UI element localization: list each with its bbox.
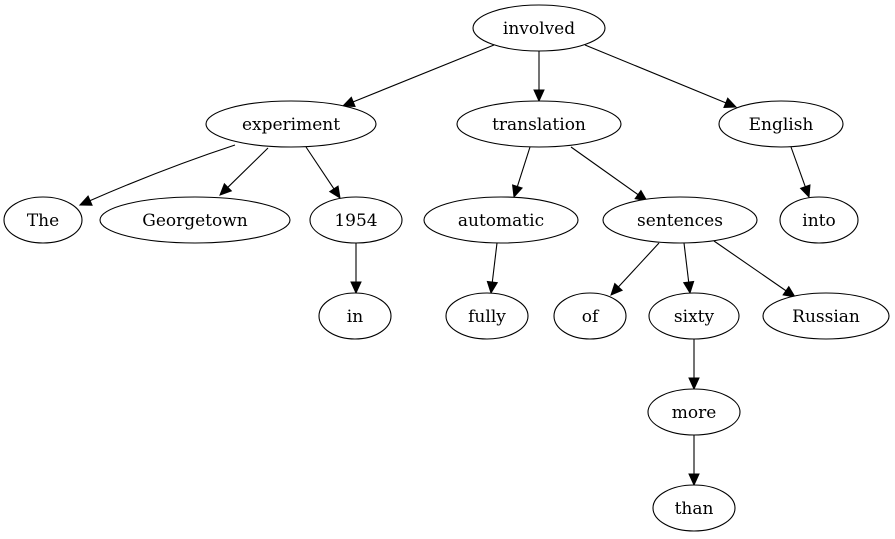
edge-sentences-to-sixty xyxy=(682,242,695,295)
edge-arrowhead xyxy=(512,184,524,199)
node-georgetown: Georgetown xyxy=(99,196,291,244)
edge-arrowhead xyxy=(341,96,356,108)
edge-arrowhead xyxy=(78,195,93,206)
edge-line xyxy=(227,147,269,188)
node-ellipse xyxy=(647,388,741,436)
node-label: of xyxy=(582,307,600,327)
edge-sixty-to-more xyxy=(688,339,700,391)
node-experiment: experiment xyxy=(205,100,377,148)
edge-arrowhead xyxy=(688,377,700,391)
edge-English-to-into xyxy=(790,146,811,199)
edge-arrowhead xyxy=(219,182,233,196)
node-label: sixty xyxy=(674,307,715,327)
node-label: translation xyxy=(492,115,586,135)
node-ellipse xyxy=(205,100,377,148)
edge-arrowhead xyxy=(782,285,796,298)
edge-line xyxy=(713,240,787,292)
edge-line xyxy=(683,242,690,283)
edge-line xyxy=(352,44,495,103)
node-ellipse xyxy=(445,292,529,340)
node-label: Georgetown xyxy=(142,211,248,231)
node-fully: fully xyxy=(445,292,529,340)
edge-1954-to-in xyxy=(350,243,362,295)
node-ellipse xyxy=(423,196,579,244)
node-ellipse xyxy=(309,196,403,244)
node-ellipse xyxy=(318,292,392,340)
edge-involved-to-translation xyxy=(533,51,545,103)
node-label: sentences xyxy=(637,211,723,231)
edge-line xyxy=(89,144,236,202)
node-label: fully xyxy=(468,307,506,327)
edge-arrowhead xyxy=(682,280,695,295)
node-ellipse xyxy=(472,4,606,52)
node-russian: Russian xyxy=(762,292,890,340)
edge-arrowhead xyxy=(533,89,545,103)
node-the: The xyxy=(3,196,83,244)
node-of: of xyxy=(553,292,627,340)
node-label: experiment xyxy=(242,115,340,135)
node-ellipse xyxy=(3,196,83,244)
edge-line xyxy=(570,146,639,196)
node-involved: involved xyxy=(472,4,606,52)
edge-line xyxy=(618,242,660,288)
edge-experiment-to-The xyxy=(78,144,236,206)
node-ellipse xyxy=(456,100,622,148)
node-into: into xyxy=(779,196,859,244)
edge-translation-to-automatic xyxy=(512,146,531,199)
node-ellipse xyxy=(648,292,740,340)
node-ellipse xyxy=(602,196,758,244)
node-more: more xyxy=(647,388,741,436)
node-in: in xyxy=(318,292,392,340)
edge-line xyxy=(790,146,806,187)
node-label: in xyxy=(347,307,363,327)
edge-involved-to-English xyxy=(584,44,738,108)
node-label: English xyxy=(749,115,814,135)
edge-experiment-to-Georgetown xyxy=(219,147,269,196)
node-than: than xyxy=(652,484,736,532)
edge-arrowhead xyxy=(350,281,362,295)
node-sentences: sentences xyxy=(602,196,758,244)
edge-arrowhead xyxy=(723,97,738,108)
node-label: into xyxy=(802,211,835,231)
node-ellipse xyxy=(652,484,736,532)
edge-line xyxy=(584,44,727,104)
node-label: more xyxy=(672,403,717,423)
edge-arrowhead xyxy=(486,280,499,295)
node-sixty: sixty xyxy=(648,292,740,340)
node-ellipse xyxy=(779,196,859,244)
edge-arrowhead xyxy=(610,282,624,296)
edge-sentences-to-Russian xyxy=(713,240,796,298)
node-ellipse xyxy=(718,100,844,148)
node-label: 1954 xyxy=(334,211,377,231)
node-1954: 1954 xyxy=(309,196,403,244)
node-ellipse xyxy=(762,292,890,340)
node-ellipse xyxy=(99,196,291,244)
node-label: involved xyxy=(503,19,575,39)
node-label: The xyxy=(27,211,59,231)
node-ellipse xyxy=(553,292,627,340)
node-translation: translation xyxy=(456,100,622,148)
node-label: automatic xyxy=(458,211,544,231)
edge-experiment-to-1954 xyxy=(305,146,341,200)
node-label: than xyxy=(675,499,714,519)
edge-more-to-than xyxy=(688,435,700,487)
edge-arrowhead xyxy=(328,185,341,200)
edge-arrowhead xyxy=(688,473,700,487)
edge-line xyxy=(491,242,498,283)
edge-line xyxy=(516,146,531,187)
node-automatic: automatic xyxy=(423,196,579,244)
node-english: English xyxy=(718,100,844,148)
edge-arrowhead xyxy=(799,184,811,199)
edges-layer xyxy=(78,44,811,487)
node-label: Russian xyxy=(792,307,860,327)
edge-line xyxy=(305,146,335,190)
edge-involved-to-experiment xyxy=(341,44,495,108)
edge-automatic-to-fully xyxy=(486,242,499,295)
edge-translation-to-sentences xyxy=(570,146,648,202)
edge-sentences-to-of xyxy=(610,242,660,296)
